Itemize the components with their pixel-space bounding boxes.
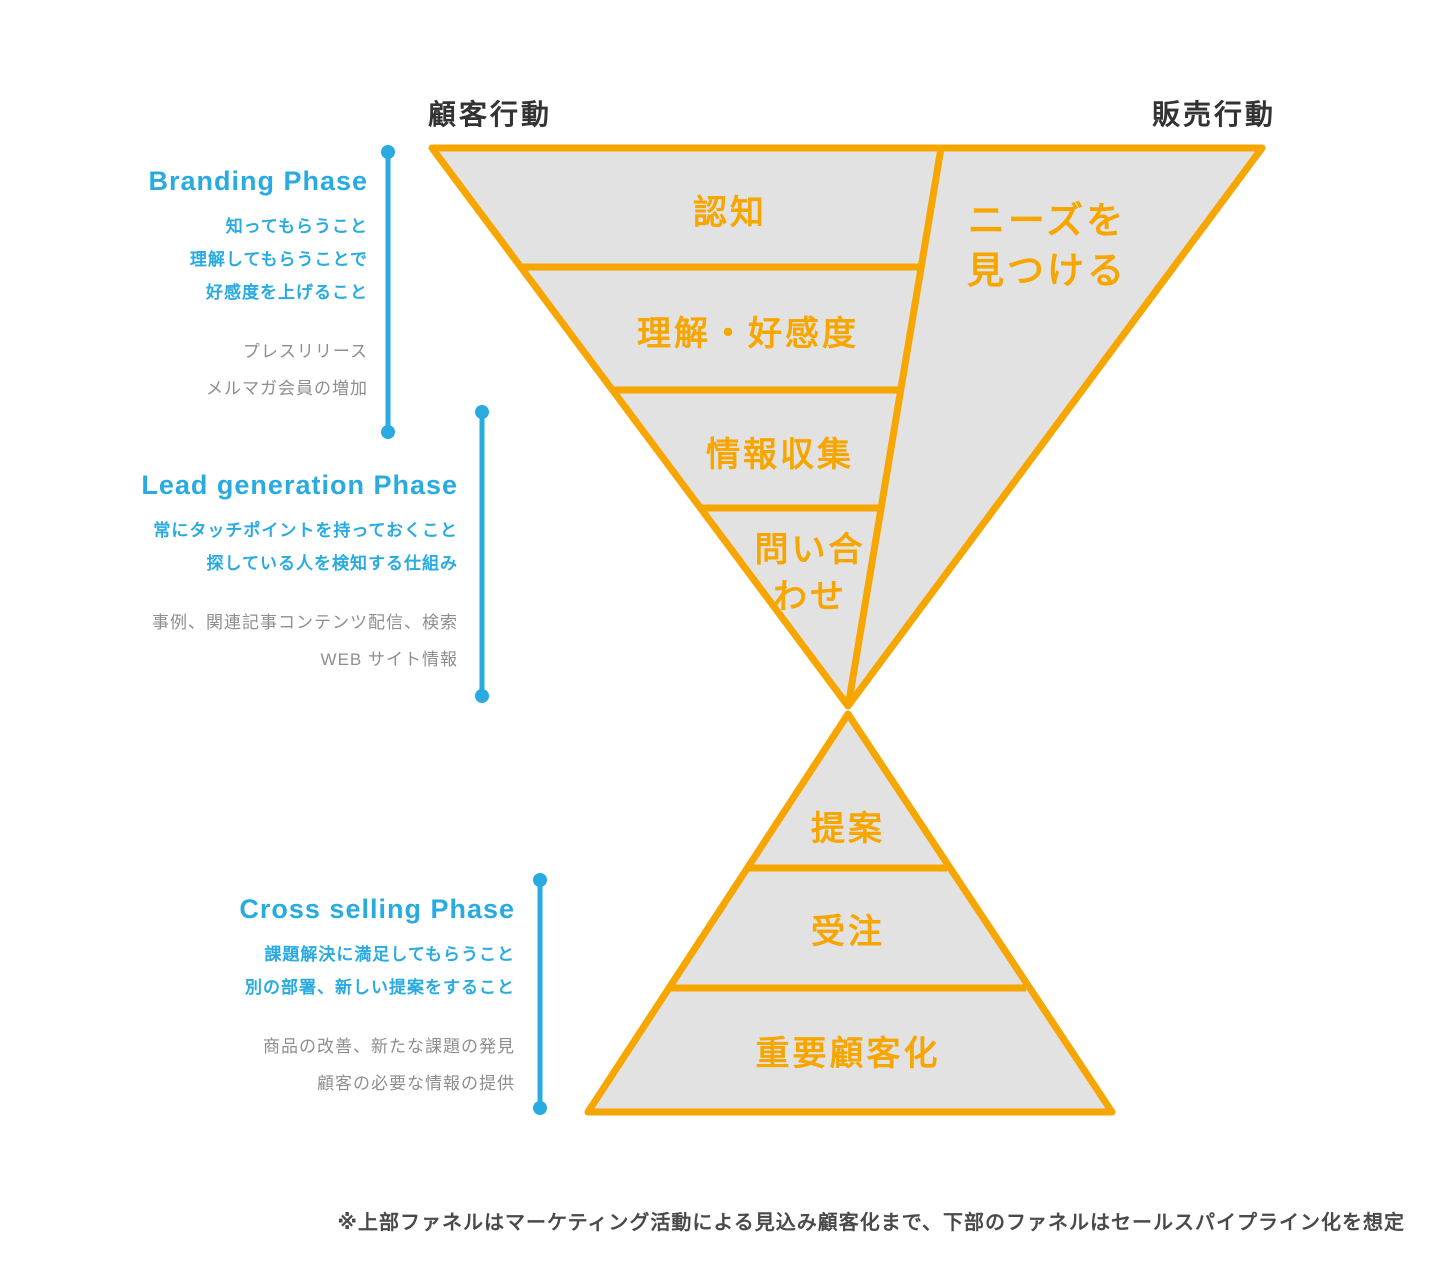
branding-phase-block: Branding Phase 知ってもらうこと 理解してもらうことで 好感度を上… (0, 166, 368, 407)
cross-selling-phase-title: Cross selling Phase (239, 894, 515, 924)
timeline-dot (381, 145, 395, 159)
lead-generation-phase-notes: 事例、関連記事コンテンツ配信、検索 WEB サイト情報 (38, 604, 458, 678)
funnel-segment-research: 情報収集 (706, 436, 854, 474)
timeline-dot (533, 1101, 547, 1115)
phase-point: 理解してもらうことで (189, 250, 368, 269)
lead-generation-phase-block: Lead generation Phase 常にタッチポイントを持っておくこと … (38, 470, 458, 678)
phase-note: プレスリリース (242, 342, 368, 361)
funnel-segment-order: 受注 (811, 913, 885, 951)
phase-point: 別の部署、新しい提案をすること (245, 978, 515, 997)
lead-generation-phase-points: 常にタッチポイントを持っておくこと 探している人を検知する仕組み (38, 514, 458, 580)
funnel-bottom-shape (584, 710, 1116, 1116)
phase-point: 常にタッチポイントを持っておくこと (153, 521, 458, 540)
phase-note: 商品の改善、新たな課題の発見 (263, 1037, 515, 1056)
customer-action-header: 顧客行動 (428, 99, 553, 130)
cross-selling-phase-points: 課題解決に満足してもらうこと 別の部署、新しい提案をすること (95, 938, 515, 1004)
branding-phase-notes: プレスリリース メルマガ会員の増加 (0, 333, 368, 407)
funnel-segment-inquiry: 問い合 わせ (754, 531, 866, 616)
footnote: ※上部ファネルはマーケティング活動による見込み顧客化まで、下部のファネルはセール… (337, 1212, 1405, 1234)
lead-generation-phase-title: Lead generation Phase (141, 470, 458, 500)
timeline-dot (475, 405, 489, 419)
sales-action-header: 販売行動 (1152, 99, 1277, 130)
cross-selling-phase-block: Cross selling Phase 課題解決に満足してもらうこと 別の部署、… (95, 894, 515, 1102)
timeline-dot (533, 873, 547, 887)
funnel-side-label-find-needs: ニーズを 見つける (967, 200, 1127, 291)
funnel-segment-key-account: 重要顧客化 (755, 1035, 941, 1073)
funnel-segment-understanding: 理解・好感度 (637, 315, 859, 353)
phase-point: 知ってもらうこと (225, 217, 368, 236)
branding-phase-title: Branding Phase (148, 166, 368, 196)
branding-phase-points: 知ってもらうこと 理解してもらうことで 好感度を上げること (0, 210, 368, 309)
phase-point: 課題解決に満足してもらうこと (264, 945, 515, 964)
funnel-top-diagonal-divider (845, 144, 945, 705)
phase-note: メルマガ会員の増加 (206, 379, 368, 398)
cross-selling-phase-notes: 商品の改善、新たな課題の発見 顧客の必要な情報の提供 (95, 1028, 515, 1102)
phase-note: 事例、関連記事コンテンツ配信、検索 (152, 613, 458, 632)
timeline-dot (475, 689, 489, 703)
funnel-top-shape (428, 144, 1266, 710)
funnel-segment-awareness: 認知 (693, 194, 767, 232)
phase-note: 顧客の必要な情報の提供 (317, 1074, 515, 1093)
phase-point: 探している人を検知する仕組み (206, 554, 458, 573)
timeline-dot (381, 425, 395, 439)
funnel-segment-proposal: 提案 (811, 810, 885, 848)
phase-point: 好感度を上げること (206, 283, 368, 302)
phase-note: WEB サイト情報 (320, 650, 458, 669)
